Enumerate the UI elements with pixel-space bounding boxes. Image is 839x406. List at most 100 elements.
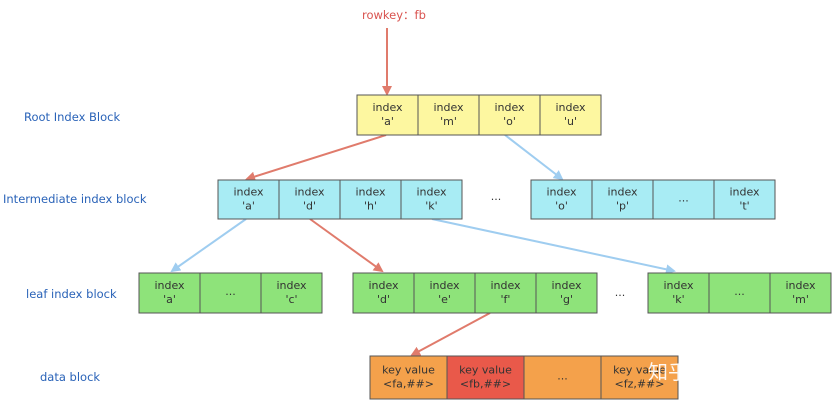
leaf-index-cell: index'k'	[647, 272, 710, 314]
leaf-index-cell-title: index	[551, 279, 582, 292]
leaf-index-cell-key: 'e'	[438, 293, 451, 306]
data-block-cell: ...	[523, 355, 602, 400]
root-index-cell-key: 'o'	[503, 115, 516, 128]
root-index-cell-key: 'm'	[440, 115, 457, 128]
root-index-cell: index'o'	[478, 94, 541, 136]
leaf-index-cell-title: index	[490, 279, 521, 292]
data-block-cell: key value<fa,##>	[369, 355, 448, 400]
leaf-index-cell-key: 'g'	[560, 293, 573, 306]
level-label-root: Root Index Block	[24, 110, 120, 124]
intermediate-index-block-right: index'o'index'p'...index't'	[530, 179, 776, 220]
data-block-cell-box	[600, 355, 679, 400]
intermediate-index-cell-title: index	[294, 186, 325, 199]
arrow-intermediate-k-to-leaf	[431, 218, 676, 275]
leaf-index-cell: ...	[708, 272, 771, 314]
root-index-cell-title: index	[372, 101, 403, 114]
leaf-index-cell-key: 'c'	[285, 293, 297, 306]
leaf-index-cell: index'm'	[769, 272, 832, 314]
leaf-index-cell-text: ...	[734, 285, 745, 298]
intermediate-index-cell: index'o'	[530, 179, 593, 220]
data-block-cell-key: <fz,##>	[614, 378, 664, 391]
data-block-cell-title: key value	[459, 364, 512, 377]
leaf-index-cell: index'c'	[260, 272, 323, 314]
leaf-index-cell-box	[199, 272, 262, 314]
arrow-intermediate-a-to-leaf	[170, 218, 247, 273]
leaf-index-cell-box	[769, 272, 832, 314]
data-block-cell-key: <fa,##>	[383, 378, 434, 391]
intermediate-index-cell-box	[530, 179, 593, 220]
intermediate-index-cell-box	[400, 179, 463, 220]
root-index-cell: index'a'	[356, 94, 419, 136]
leaf-gap-ellipsis: ...	[615, 286, 626, 299]
intermediate-index-cell-box	[652, 179, 715, 220]
leaf-index-cell-box	[535, 272, 598, 314]
leaf-index-cell-title: index	[276, 279, 307, 292]
leaf-index-cell-title: index	[429, 279, 460, 292]
watermark: 知乎 @老诺的爸	[648, 360, 794, 384]
root-index-cell-box	[478, 94, 541, 136]
intermediate-index-cell-title: index	[416, 186, 447, 199]
level-label-leaf: leaf index block	[26, 287, 117, 301]
leaf-index-cell: index'd'	[352, 272, 415, 314]
data-block-cell-title: key value	[382, 364, 435, 377]
intermediate-index-cell-box	[217, 179, 280, 220]
leaf-index-cell: ...	[199, 272, 262, 314]
intermediate-index-cell: index'h'	[339, 179, 402, 220]
intermediate-index-cell: index'p'	[591, 179, 654, 220]
leaf-index-cell: index'e'	[413, 272, 476, 314]
leaf-index-cell: index'a'	[138, 272, 201, 314]
data-block-cell: key value<fb,##>	[446, 355, 525, 400]
intermediate-index-cell-key: 'd'	[303, 200, 316, 213]
intermediate-index-cell-key: 'o'	[555, 200, 568, 213]
intermediate-index-cell-title: index	[233, 186, 264, 199]
level-label-intermediate: Intermediate index block	[3, 192, 147, 206]
intermediate-index-cell: index'k'	[400, 179, 463, 220]
intermediate-index-cell: index'd'	[278, 179, 341, 220]
root-index-cell-box	[356, 94, 419, 136]
leaf-index-cell-box	[352, 272, 415, 314]
leaf-index-cell-key: 'k'	[672, 293, 684, 306]
leaf-index-cell-title: index	[663, 279, 694, 292]
intermediate-gap-ellipsis: ...	[491, 190, 502, 203]
intermediate-index-cell-text: ...	[678, 192, 689, 205]
leaf-index-block-1: index'a'...index'c'	[138, 272, 323, 314]
leaf-index-block-2: index'd'index'e'index'f'index'g'	[352, 272, 598, 314]
arrow-root-o-to-intermediate	[504, 134, 564, 181]
intermediate-index-cell-title: index	[355, 186, 386, 199]
data-block-cell-title: key value	[613, 364, 666, 377]
root-index-cell-box	[417, 94, 480, 136]
intermediate-index-cell-title: index	[729, 186, 760, 199]
leaf-index-cell: index'f'	[474, 272, 537, 314]
intermediate-index-cell: index't'	[713, 179, 776, 220]
root-index-cell-key: 'u'	[564, 115, 577, 128]
intermediate-index-cell-key: 'p'	[616, 200, 629, 213]
level-label-data: data block	[40, 370, 100, 384]
intermediate-index-cell-key: 'h'	[364, 200, 377, 213]
arrow-root-a-to-intermediate	[245, 134, 387, 182]
data-block-cell-box	[369, 355, 448, 400]
root-index-cell-key: 'a'	[381, 115, 394, 128]
intermediate-index-block-left: index'a'index'd'index'h'index'k'	[217, 179, 463, 220]
rowkey-label: rowkey：fb	[362, 8, 426, 22]
intermediate-index-cell-key: 't'	[739, 200, 749, 213]
root-index-cell: index'u'	[539, 94, 602, 136]
leaf-index-cell-box	[647, 272, 710, 314]
arrow-leaf-f-to-data	[410, 312, 491, 356]
leaf-index-cell-title: index	[368, 279, 399, 292]
data-block-cell: key value<fz,##>	[600, 355, 679, 400]
leaf-index-cell-box	[413, 272, 476, 314]
data-block: key value<fa,##>key value<fb,##>...key v…	[369, 355, 679, 400]
leaf-index-cell-key: 'f'	[501, 293, 511, 306]
leaf-index-cell: index'g'	[535, 272, 598, 314]
data-block-cell-text: ...	[557, 370, 568, 383]
arrows	[170, 28, 676, 356]
arrow-intermediate-d-to-leaf	[309, 218, 384, 273]
root-index-cell-box	[539, 94, 602, 136]
root-index-cell-title: index	[494, 101, 525, 114]
intermediate-index-cell-box	[713, 179, 776, 220]
intermediate-index-cell: ...	[652, 179, 715, 220]
data-block-cell-box	[523, 355, 602, 400]
intermediate-index-cell-key: 'k'	[425, 200, 437, 213]
leaf-index-cell-box	[708, 272, 771, 314]
